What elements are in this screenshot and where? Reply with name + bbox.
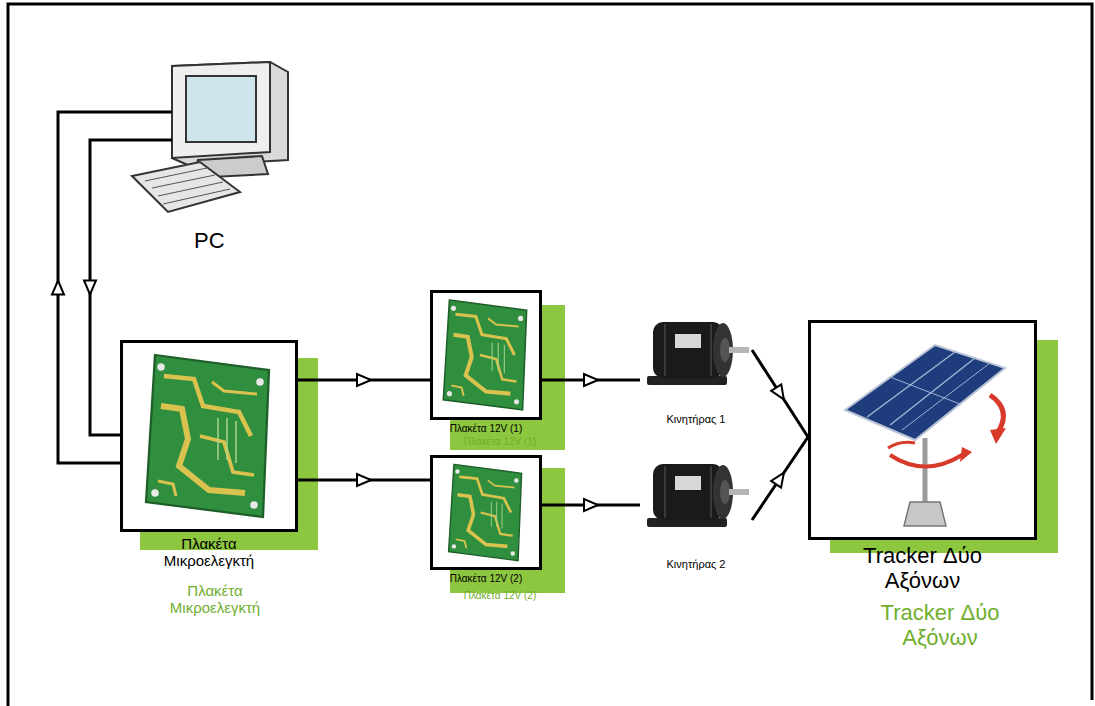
connector bbox=[298, 474, 430, 486]
node-label: Κινητήρας 2 bbox=[667, 558, 726, 571]
shadow-label: Πλακέτα 12V (1) bbox=[464, 436, 536, 448]
connector-line bbox=[752, 437, 808, 520]
arrowhead bbox=[84, 281, 96, 295]
box-outline bbox=[430, 290, 542, 420]
arrowhead bbox=[771, 384, 784, 399]
box-outline bbox=[430, 455, 542, 570]
arrowhead bbox=[357, 374, 371, 386]
connector bbox=[542, 499, 640, 511]
arrowhead bbox=[52, 281, 64, 295]
microcontroller-board: Πλακέτα Μικροελεγκτή bbox=[120, 340, 298, 570]
driver-board: Πλακέτα 12V (2) bbox=[430, 455, 542, 585]
icon-area bbox=[172, 60, 290, 225]
icon-area bbox=[640, 310, 752, 410]
arrowhead bbox=[584, 499, 598, 511]
node-label: Πλακέτα 12V (1) bbox=[450, 423, 522, 435]
shadow-label: Πλακέτα 12V (2) bbox=[464, 590, 536, 602]
node-label: Tracker Δύο Αξόνων bbox=[828, 543, 1018, 594]
computer-node: PC bbox=[172, 60, 290, 254]
connector-line bbox=[58, 112, 172, 463]
motor-node: Κινητήρας 1 bbox=[640, 310, 752, 426]
box-outline bbox=[120, 340, 298, 532]
connector bbox=[752, 437, 808, 520]
node-label: Πλακέτα 12V (2) bbox=[450, 573, 522, 585]
node-label: Κινητήρας 1 bbox=[667, 413, 726, 426]
node-label: PC bbox=[194, 228, 225, 253]
connector bbox=[52, 112, 172, 463]
icon-area bbox=[640, 450, 752, 555]
box-outline bbox=[808, 320, 1037, 540]
connector bbox=[542, 374, 640, 386]
shadow-label: Πλακέτα Μικροελεγκτή bbox=[150, 582, 280, 617]
tracker-box: Tracker Δύο Αξόνων bbox=[808, 320, 1037, 594]
connector bbox=[84, 140, 172, 435]
motor-node: Κινητήρας 2 bbox=[640, 450, 752, 571]
arrowhead bbox=[771, 473, 784, 488]
node-label: Πλακέτα Μικροελεγκτή bbox=[149, 535, 269, 570]
connector-line bbox=[752, 350, 808, 437]
arrowhead bbox=[584, 374, 598, 386]
connector bbox=[752, 350, 808, 437]
driver-board: Πλακέτα 12V (1) bbox=[430, 290, 542, 435]
connector bbox=[298, 374, 430, 386]
shadow-label: Tracker Δύο Αξόνων bbox=[855, 600, 1025, 651]
arrowhead bbox=[357, 474, 371, 486]
connector-line bbox=[90, 140, 172, 435]
